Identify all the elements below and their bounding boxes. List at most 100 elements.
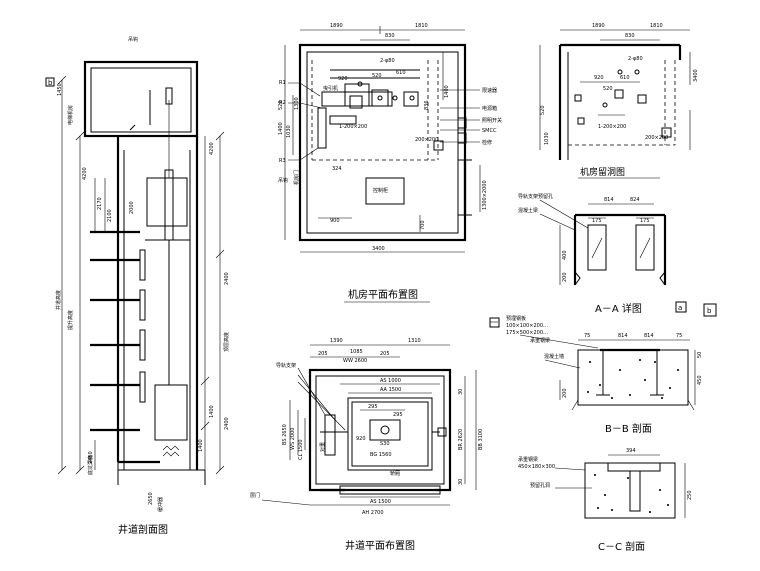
svg-text:610: 610: [396, 70, 406, 76]
svg-text:394: 394: [626, 448, 636, 454]
svg-text:900: 900: [330, 218, 340, 224]
svg-text:2400: 2400: [224, 417, 230, 430]
svg-text:1890: 1890: [330, 23, 343, 29]
marker-a: a: [678, 304, 682, 312]
svg-text:920: 920: [338, 76, 348, 82]
title-cc-section: C－C 剖面: [598, 540, 645, 553]
svg-text:700: 700: [420, 220, 426, 230]
svg-text:预埋钢板: 预埋钢板: [506, 315, 526, 322]
svg-text:1030: 1030: [544, 132, 550, 145]
svg-text:承重钢梁: 承重钢梁: [518, 456, 538, 463]
cc-section: [554, 454, 686, 519]
svg-text:3400: 3400: [693, 69, 699, 82]
svg-text:提升高度: 提升高度: [67, 310, 74, 330]
svg-text:1310: 1310: [408, 338, 421, 344]
svg-text:324: 324: [332, 166, 342, 172]
svg-text:1300: 1300: [294, 97, 300, 110]
svg-text:导轨支架: 导轨支架: [276, 362, 296, 369]
svg-text:830: 830: [625, 33, 635, 39]
svg-text:2-φ80: 2-φ80: [380, 58, 395, 64]
svg-text:920: 920: [356, 436, 366, 442]
svg-text:R3: R3: [279, 158, 286, 164]
svg-text:曳引机: 曳引机: [323, 85, 338, 92]
svg-text:814: 814: [618, 333, 628, 339]
svg-text:175×500×200…: 175×500×200…: [506, 330, 548, 336]
svg-text:1890: 1890: [592, 23, 605, 29]
svg-text:顶层高度: 顶层高度: [223, 332, 230, 352]
svg-text:175: 175: [592, 218, 602, 224]
svg-text:75: 75: [584, 333, 590, 339]
shaft-plan-dim-texts: 1390 1310 1085 205 WW 2600 205 AS 1000 A…: [282, 338, 484, 516]
svg-text:R2: R2: [279, 100, 286, 106]
svg-text:520: 520: [603, 86, 613, 92]
svg-text:对重: 对重: [319, 442, 326, 452]
svg-text:920: 920: [594, 75, 604, 81]
svg-text:1400: 1400: [209, 405, 215, 418]
title-aa-detail: A－A 详图: [595, 302, 642, 315]
svg-text:2170: 2170: [97, 197, 103, 210]
svg-text:824: 824: [630, 197, 640, 203]
svg-text:2-φ80: 2-φ80: [628, 56, 643, 62]
svg-text:1-200×200: 1-200×200: [598, 124, 626, 130]
svg-text:AH 2700: AH 2700: [362, 510, 384, 516]
svg-text:混凝土墙: 混凝土墙: [544, 353, 564, 360]
machine-room-dim-texts: 1890 1810 830 2-φ80 920 520 610 836 1400…: [278, 23, 488, 252]
aa-detail-texts: 814 824 175 175 400 200 导轨支架预留孔 混凝土梁: [518, 193, 650, 282]
svg-text:520: 520: [278, 100, 284, 110]
svg-text:30: 30: [458, 389, 464, 395]
svg-text:4200: 4200: [82, 167, 88, 180]
svg-text:井道高度: 井道高度: [55, 290, 62, 310]
title-machine-room-hole: 机房留洞图: [580, 166, 625, 178]
svg-text:200: 200: [562, 388, 568, 398]
svg-text:2450: 2450: [88, 451, 94, 464]
svg-text:205: 205: [318, 351, 328, 357]
svg-text:1085: 1085: [350, 349, 363, 355]
svg-text:4200: 4200: [209, 142, 215, 155]
title-shaft-section: 井道剖面图: [118, 523, 168, 536]
svg-text:295: 295: [393, 412, 403, 418]
svg-text:1-200×200: 1-200×200: [339, 124, 367, 130]
svg-text:照明开关: 照明开关: [482, 117, 502, 124]
svg-text:AA 1500: AA 1500: [380, 387, 401, 393]
bb-section-texts: 75 814 814 75 200 450 50 预埋钢板 100×100×20…: [506, 315, 703, 398]
svg-text:吊钩: 吊钩: [278, 177, 288, 184]
svg-text:缓冲器: 缓冲器: [157, 497, 164, 512]
title-bb-section: B－B 剖面: [605, 422, 652, 435]
svg-text:1400: 1400: [278, 122, 284, 135]
svg-text:SMCC: SMCC: [482, 128, 497, 134]
svg-text:吊钩: 吊钩: [128, 36, 138, 43]
shaft-section: [45, 60, 225, 485]
shaft-section-labels: 电梯机房 提升高度 井道高度 吊钩 顶层高度 底坑深度 缓冲器: [55, 36, 230, 512]
svg-text:75: 75: [676, 333, 682, 339]
svg-text:2400: 2400: [224, 272, 230, 285]
svg-text:2650: 2650: [148, 492, 154, 505]
svg-text:520: 520: [540, 105, 546, 115]
svg-text:1400: 1400: [444, 85, 450, 98]
svg-text:30: 30: [458, 479, 464, 485]
svg-text:AS 1500: AS 1500: [370, 499, 391, 505]
aa-detail: [539, 199, 667, 286]
svg-text:电源箱: 电源箱: [482, 105, 497, 112]
svg-text:电梯机房: 电梯机房: [67, 105, 74, 125]
svg-text:1030: 1030: [286, 125, 292, 138]
svg-text:200×200: 200×200: [415, 137, 438, 143]
svg-text:610: 610: [620, 75, 630, 81]
svg-text:限速器: 限速器: [482, 87, 497, 94]
machine-room-plan: [284, 26, 481, 253]
svg-text:BR 2620: BR 2620: [458, 429, 464, 450]
svg-text:1390: 1390: [330, 338, 343, 344]
svg-text:导轨支架预留孔: 导轨支架预留孔: [518, 193, 553, 200]
svg-text:1810: 1810: [415, 23, 428, 29]
shaft-plan-labels: 导轨支架 层门 对重 轿厢: [250, 362, 400, 499]
svg-text:200: 200: [562, 272, 568, 282]
marker-b: b: [707, 307, 712, 315]
svg-text:BB 3100: BB 3100: [478, 429, 484, 450]
svg-text:AS 1000: AS 1000: [380, 378, 401, 384]
title-machine-room-plan: 机房平面布置图: [348, 288, 418, 301]
svg-text:175: 175: [640, 218, 650, 224]
svg-text:1300×2000: 1300×2000: [482, 180, 488, 210]
svg-text:R1: R1: [279, 80, 286, 86]
svg-text:混凝土梁: 混凝土梁: [518, 207, 538, 214]
